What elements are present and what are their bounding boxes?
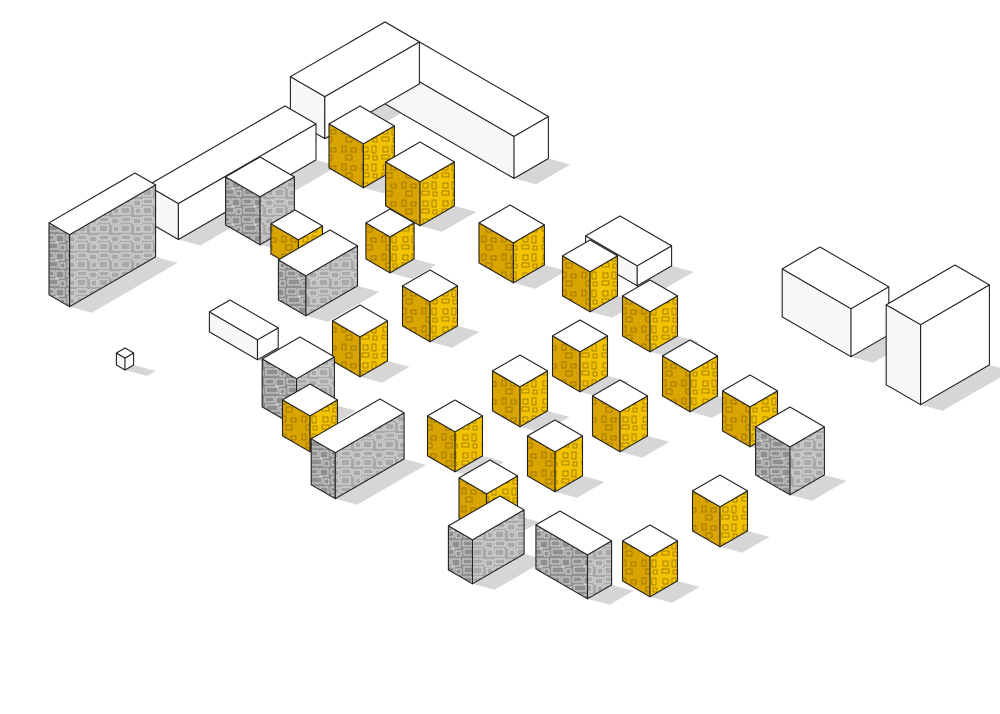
yellow-block-east-2-roof [661,339,719,373]
context-block-northwest-slab-roof [146,105,317,205]
stone-block-east-corner [755,406,825,496]
yellow-block-west-1-roof [331,304,389,338]
yellow-block-west-1 [331,304,389,378]
yellow-block-south-4-roof [691,474,749,508]
yellow-block-east-3-roof [721,374,779,408]
yellow-block-mid-1-roof [478,204,545,244]
yellow-block-north-3 [365,208,415,274]
small-kiosk-west-shadow [125,365,156,376]
context-block-north-l-east-shadow [514,158,571,185]
yellow-block-south-1 [426,399,484,473]
yellow-block-north-3-roof [365,208,415,238]
yellow-link-north-roof [270,209,324,241]
yellow-block-mid-1 [478,204,545,284]
yellow-block-east-1-roof [621,279,679,313]
stone-block-south-tip-roof [535,510,613,556]
context-block-east-tower [885,264,990,406]
yellow-block-north-2-roof [385,141,455,183]
context-block-east-tower-shadow [920,364,1000,411]
yellow-block-mid-3 [401,269,459,343]
yellow-block-mid-3-roof [401,269,459,303]
small-kiosk-west-roof [115,347,135,359]
stone-block-north-south-roof [277,229,359,277]
yellow-block-center-2-shadow [520,410,570,433]
yellow-block-west-1-shadow [360,360,410,383]
yellow-block-mid-2 [561,239,619,313]
yellow-block-north-2-shadow [420,205,477,232]
yellow-link-southwest-roof [281,383,339,417]
stone-block-west-isolated-shadow [69,256,178,313]
yellow-block-south-5 [621,524,679,598]
yellow-link-southwest [281,383,339,453]
yellow-block-south-4 [691,474,749,548]
stone-block-south-front [447,495,525,585]
stone-block-east-corner-roof [755,406,825,448]
yellow-block-mid-3-shadow [430,325,480,348]
yellow-block-center-1-roof [551,319,609,353]
stone-block-north-corner-roof [225,156,295,198]
context-block-north-l-west-roof [289,21,420,98]
yellow-block-south-5-shadow [650,580,700,603]
yellow-block-mid-2-roof [561,239,619,273]
stone-block-west-isolated-face-left [48,222,71,308]
yellow-block-south-2-roof [526,419,584,453]
context-block-west-l-roof [208,299,279,341]
stone-block-south-wing-shadow [335,458,427,505]
yellow-block-south-2-shadow [555,475,605,498]
context-pavilion-octagon-roof [585,215,673,267]
stone-block-south-tip [535,510,613,600]
yellow-block-center-3-roof [591,379,649,413]
yellow-block-south-1-roof [426,399,484,433]
stone-block-south-wing [310,398,405,500]
yellow-block-center-3-shadow [620,435,670,458]
stone-block-east-corner-shadow [790,474,847,501]
yellow-block-center-1 [551,319,609,393]
context-block-east-tower-roof [885,264,990,326]
stone-block-west-isolated-roof [48,172,157,236]
stone-block-north-south [277,229,359,317]
yellow-block-mid-1-shadow [513,264,567,289]
yellow-block-south-3-roof [458,459,519,495]
yellow-block-center-3 [591,379,649,453]
yellow-block-south-2 [526,419,584,493]
stone-block-south-tip-shadow [587,584,634,605]
context-block-east-slab [781,246,890,358]
small-kiosk-west [115,347,135,371]
stone-block-west-isolated [48,172,157,308]
yellow-block-east-2 [661,339,719,413]
stone-block-south-wing-roof [310,398,405,454]
stone-block-south-front-shadow [472,553,547,590]
yellow-block-center-2 [491,354,549,428]
yellow-block-center-2-roof [491,354,549,388]
yellow-block-north-3-shadow [390,258,437,279]
building-volumes [48,21,990,600]
yellow-block-north-1-roof [328,105,395,145]
stone-block-southwest-corner-roof [261,336,335,380]
yellow-block-south-5-roof [621,524,679,558]
yellow-block-south-4-shadow [720,530,770,553]
stone-block-south-front-roof [447,495,525,541]
context-block-east-slab-roof [781,246,890,310]
yellow-block-east-1 [621,279,679,353]
context-block-west-l [208,299,279,361]
stone-block-north-south-shadow [305,285,380,322]
